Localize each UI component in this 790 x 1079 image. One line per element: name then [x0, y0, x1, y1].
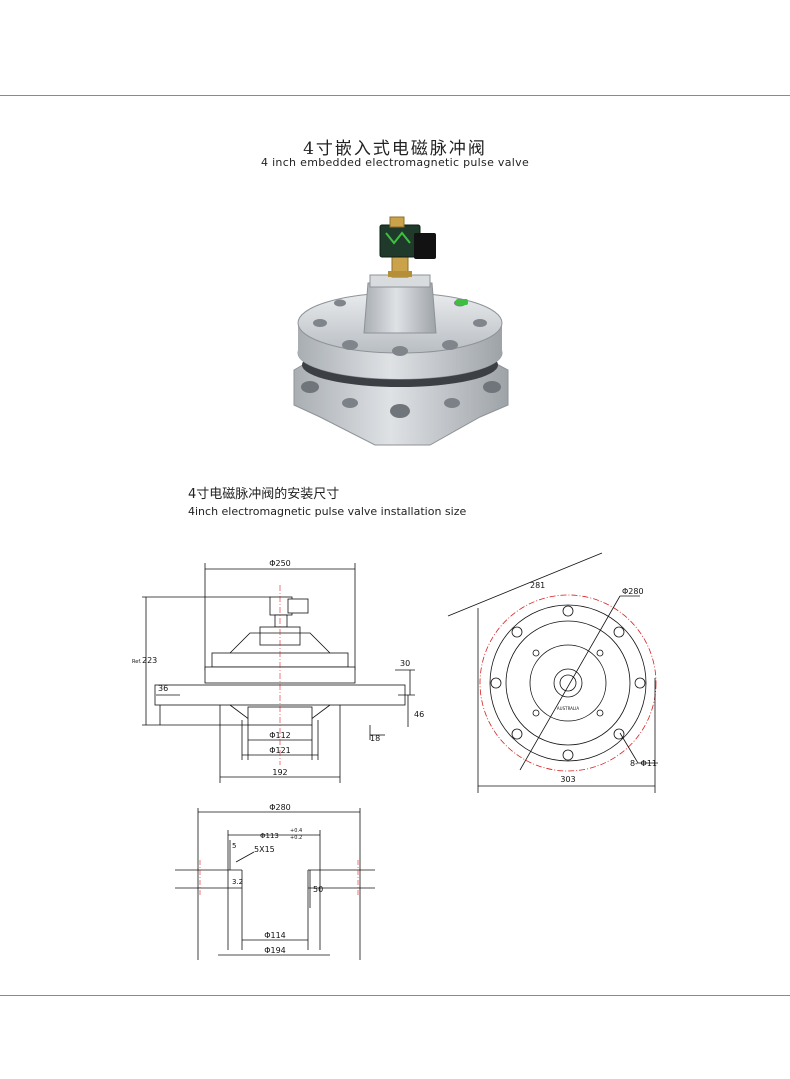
dim-223: 223 — [142, 656, 157, 665]
dim-ref: Ref. — [132, 659, 142, 665]
valve-product-image — [293, 216, 509, 446]
dim-46: 46 — [414, 710, 424, 719]
top-view-drawing: 281 Φ280 8- Φ11 303 AUSTRALIA — [447, 552, 658, 793]
flange-hole — [342, 398, 358, 408]
chamfer-label: 5X15 — [254, 845, 275, 854]
dim-30: 30 — [400, 659, 410, 668]
dim-holes: 8- Φ11 — [630, 759, 657, 768]
section-view-drawing: Φ280 Φ113 +0.4 +0.2 5X15 5 3.2 50 Φ114 Φ… — [175, 803, 375, 960]
tol-plus: +0.4 — [290, 828, 302, 834]
dim-3-2: 3.2 — [232, 878, 243, 886]
dim-phi112: Φ112 — [269, 731, 291, 740]
page-title-en: 4 inch embedded electromagnetic pulse va… — [260, 156, 530, 169]
dim-192: 192 — [272, 768, 287, 777]
flange-hole — [390, 404, 410, 418]
section-title-en: 4inch electromagnetic pulse valve instal… — [188, 505, 467, 518]
dim-5: 5 — [232, 842, 236, 850]
center-mark-text: AUSTRALIA — [557, 706, 579, 711]
bottom-rule — [0, 995, 790, 996]
dim-50: 50 — [313, 885, 323, 894]
dim-phi121: Φ121 — [269, 746, 291, 755]
flange-hole — [483, 381, 501, 393]
flange-hole — [301, 381, 319, 393]
tol-minus: +0.2 — [290, 835, 302, 841]
dim-phi280-top: Φ280 — [622, 587, 644, 596]
dim-phi280-sec: Φ280 — [269, 803, 291, 812]
section-title-cn: 4寸电磁脉冲阀的安装尺寸 — [188, 487, 340, 502]
side-view-drawing: Φ250 Ref. 223 36 30 46 18 Φ112 Φ121 192 — [132, 559, 424, 783]
dim-phi114: Φ114 — [264, 931, 286, 940]
dim-36: 36 — [158, 684, 168, 693]
flange-hole — [444, 398, 460, 408]
dim-phi113: Φ113 — [260, 832, 279, 840]
dim-phi194: Φ194 — [264, 946, 286, 955]
dim-303: 303 — [560, 775, 575, 784]
page-title-cn: 4寸嵌入式电磁脉冲阀 — [303, 139, 487, 159]
dim-phi250: Φ250 — [269, 559, 291, 568]
dim-18: 18 — [370, 734, 380, 743]
dim-281: 281 — [530, 581, 545, 590]
top-rule — [0, 95, 790, 96]
